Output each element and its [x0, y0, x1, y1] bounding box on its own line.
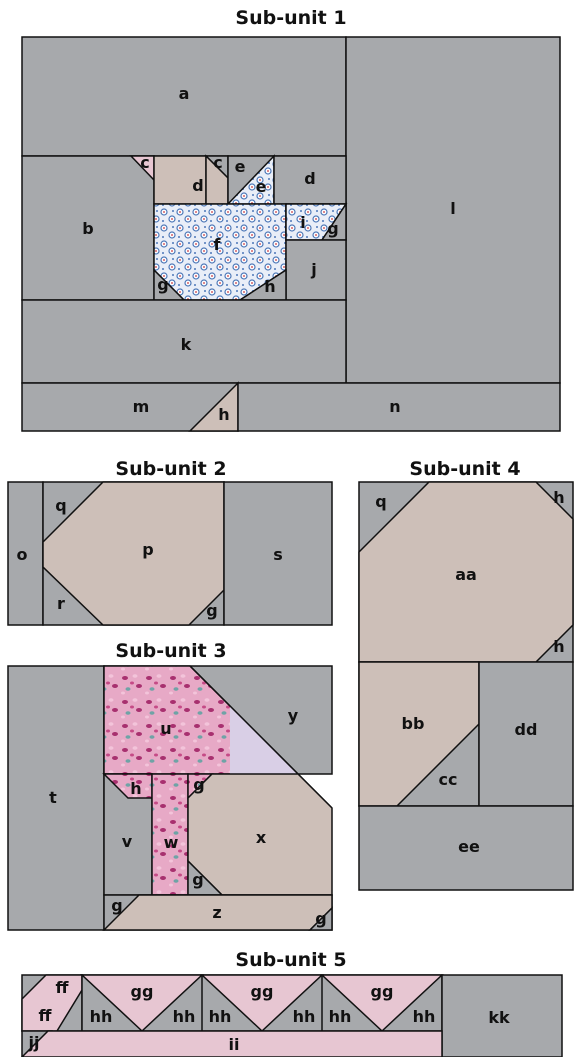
label-q-su2: q [55, 496, 66, 515]
piece-d-right [273, 155, 347, 205]
label-n: n [389, 397, 400, 416]
piece-j [285, 239, 347, 301]
label-q-su4: q [375, 492, 386, 511]
label-h-su4-bottom: h [553, 637, 564, 656]
piece-t [7, 665, 105, 931]
sub-unit-4: Sub-unit 4 q h aa h bb cc dd ee [358, 458, 574, 891]
label-hh-1: hh [90, 1007, 113, 1026]
label-aa: aa [455, 565, 477, 584]
label-ff: ff [39, 1006, 53, 1025]
label-h-su4-top: h [553, 488, 564, 507]
label-hh-2: hh [173, 1007, 196, 1026]
sub-unit-1: Sub-unit 1 a l b c d c e e d f i g j [21, 7, 561, 432]
label-d-center: d [192, 176, 203, 195]
piece-bb [358, 661, 480, 807]
label-hh-5: hh [329, 1007, 352, 1026]
label-cc: cc [439, 770, 458, 789]
sub-unit-1-title: Sub-unit 1 [235, 7, 346, 29]
label-gg-1: gg [131, 982, 154, 1001]
piece-s [223, 481, 333, 626]
label-bb: bb [402, 714, 425, 733]
label-ee: ee [458, 837, 480, 856]
piece-gg-2 [200, 974, 324, 1033]
label-hh-6: hh [413, 1007, 436, 1026]
label-r: r [57, 594, 65, 613]
label-j: j [310, 260, 316, 279]
piece-o [7, 481, 44, 626]
piece-ee [358, 805, 574, 891]
label-jj: jj [28, 1033, 40, 1052]
label-w: w [164, 833, 179, 852]
piece-kk [441, 974, 563, 1057]
label-g-su2: g [206, 601, 217, 620]
label-i: i [300, 213, 305, 232]
label-g-su3-mid: g [192, 870, 203, 889]
label-h-strip: h [218, 405, 229, 424]
label-e-top: e [235, 157, 246, 176]
label-hh-3: hh [209, 1007, 232, 1026]
piece-dd [478, 661, 574, 807]
label-ff-top: ff [56, 978, 70, 997]
label-u: u [160, 719, 171, 738]
piece-g-su3-br [308, 906, 333, 931]
label-g-su3-bl: g [111, 896, 122, 915]
piece-ii [20, 1030, 443, 1057]
label-c-left: c [140, 153, 149, 172]
piece-d-center [153, 155, 207, 205]
label-s: s [273, 545, 283, 564]
label-m: m [133, 397, 150, 416]
label-c-right: c [213, 153, 222, 172]
label-ii: ii [229, 1035, 240, 1054]
label-d-right: d [304, 169, 315, 188]
piece-n [237, 382, 561, 432]
label-k: k [181, 335, 192, 354]
label-b: b [82, 219, 93, 238]
piece-w [151, 773, 189, 896]
piece-l [345, 36, 561, 384]
label-f: f [214, 235, 222, 254]
label-g-left: g [157, 275, 168, 294]
piece-gg-3 [320, 974, 444, 1033]
piece-z [102, 894, 333, 931]
sub-unit-2-title: Sub-unit 2 [115, 458, 226, 480]
sub-unit-3-title: Sub-unit 3 [115, 640, 226, 662]
label-x: x [256, 828, 267, 847]
label-h-center: h [264, 277, 275, 296]
label-t: t [49, 788, 57, 807]
label-y: y [288, 706, 299, 725]
label-g-right: g [327, 219, 338, 238]
label-o: o [17, 545, 28, 564]
label-v: v [122, 832, 133, 851]
piece-b [21, 155, 155, 301]
sub-unit-4-title: Sub-unit 4 [409, 458, 520, 480]
sub-unit-5: Sub-unit 5 ff ff gg gg gg hh hh hh hh hh… [20, 949, 563, 1057]
piece-a [21, 36, 347, 157]
sub-unit-5-title: Sub-unit 5 [235, 949, 346, 971]
piece-gg-1 [80, 974, 204, 1033]
label-a: a [179, 84, 190, 103]
label-gg-3: gg [371, 982, 394, 1001]
label-gg-2: gg [251, 982, 274, 1001]
label-e: e [256, 177, 267, 196]
label-z: z [212, 903, 221, 922]
label-dd: dd [515, 720, 538, 739]
label-h-su3: h [130, 779, 141, 798]
sub-unit-2: Sub-unit 2 o q p r g s [7, 458, 333, 626]
label-l: l [450, 199, 455, 218]
label-hh-4: hh [293, 1007, 316, 1026]
label-g-su3-br: g [315, 909, 326, 928]
label-p: p [142, 540, 153, 559]
label-kk: kk [488, 1008, 510, 1027]
label-g-su3-top: g [193, 775, 204, 794]
sub-unit-3: Sub-unit 3 t u y h g v w x g g z g [7, 640, 333, 931]
